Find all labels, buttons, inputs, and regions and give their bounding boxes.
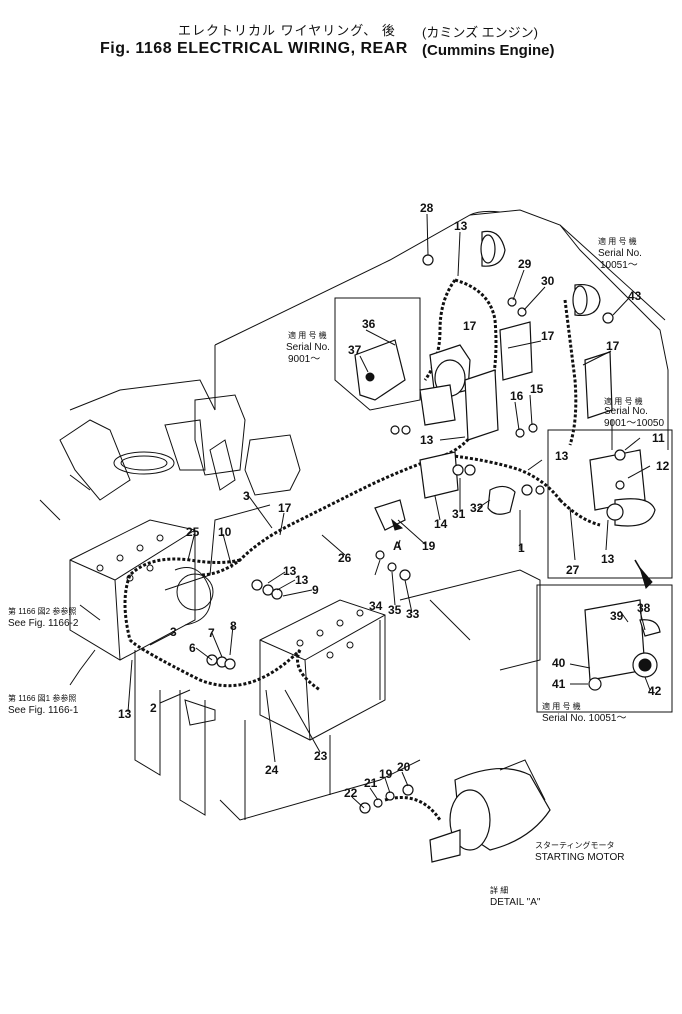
serial-note-mid-right: Serial No. [604, 406, 648, 417]
wiring-harness [123, 278, 601, 821]
serial-note-bottom-right-jp: 適 用 号 機 [542, 701, 581, 711]
callout-17: 17 [278, 501, 292, 515]
callout-4: 6 [189, 641, 196, 655]
callout-40: 40 [552, 656, 566, 670]
callout-13: 13 [601, 552, 615, 566]
callout-28: 28 [420, 201, 434, 215]
callout-3: 3 [170, 625, 177, 639]
callout-37: 37 [348, 343, 362, 357]
callout-5: 7 [208, 626, 215, 640]
callout-33: 33 [406, 607, 420, 621]
serial-note-top-right-value: 10051～ [600, 260, 638, 271]
callout-15: 15 [530, 382, 544, 396]
callout-6: 8 [230, 619, 237, 633]
callout-9: 13 [295, 573, 309, 587]
callout-21: 21 [364, 776, 378, 790]
callout-14: 14 [434, 517, 448, 531]
callout-24: 24 [265, 763, 279, 777]
reference-1166-1: See Fig. 1166-1 [8, 705, 79, 716]
machine-body [39, 209, 669, 821]
serial-note-top-right: Serial No. [598, 248, 642, 259]
reference-1166-1-jp: 第 1166 図1 参参照 [8, 693, 76, 703]
serial-note-bottom-right: Serial No. 10051～ [542, 713, 627, 724]
serial-note-top-right-jp: 適 用 号 機 [598, 236, 637, 246]
callout-13: 13 [454, 219, 468, 233]
detail-marker-a: A [393, 539, 402, 553]
serial-note-mid-right-jp: 適 用 号 機 [604, 396, 643, 406]
figure-title: Fig. 1168 ELECTRICAL WIRING, REAR [100, 40, 408, 57]
callout-25: 25 [186, 525, 200, 539]
callout-16: 16 [510, 389, 524, 403]
callout-19: 19 [379, 767, 393, 781]
reference-1166-2-jp: 第 1166 図2 参参照 [8, 606, 76, 616]
callout-43: 43 [628, 289, 642, 303]
engine-note-japanese: (カミンズ エンジン) [422, 25, 539, 40]
callout-13: 13 [555, 449, 569, 463]
detail-label: DETAIL "A" [490, 897, 541, 908]
callout-3: 3 [243, 489, 250, 503]
serial-note-left-jp: 適 用 号 機 [288, 330, 327, 340]
callout-18: 19 [422, 539, 436, 553]
callout-17: 17 [463, 319, 477, 333]
callout-38: 38 [637, 601, 651, 615]
callout-27: 27 [566, 563, 580, 577]
starting-motor-label-jp: スターティングモータ [535, 840, 615, 850]
callout-30: 30 [541, 274, 555, 288]
callout-32: 32 [470, 501, 484, 515]
callout-29: 29 [518, 257, 532, 271]
callout-2: 2 [150, 701, 157, 715]
components [69, 213, 673, 863]
callout-41: 41 [552, 677, 566, 691]
serial-note-mid-right-value: 9001～10050 [604, 418, 664, 429]
callout-1: 1 [518, 541, 525, 555]
callout-13: 13 [118, 707, 132, 721]
reference-1166-2: See Fig. 1166-2 [8, 618, 79, 629]
callout-7: 10 [218, 525, 232, 539]
callout-36: 36 [362, 317, 376, 331]
callout-42: 42 [648, 684, 662, 698]
engine-note: (Cummins Engine) [422, 42, 555, 59]
serial-note-left-value: 9001～ [288, 354, 320, 365]
callout-numbers: 28 13 29 30 43 17 17 17 36 37 15 16 13 1… [118, 201, 670, 800]
callout-20: 20 [397, 760, 411, 774]
callout-26: 26 [338, 551, 352, 565]
notes: 適 用 号 機 Serial No. 10051～ 適 用 号 機 Serial… [8, 236, 664, 908]
callout-11: 11 [652, 431, 665, 445]
callout-22: 22 [344, 786, 358, 800]
callout-17: 17 [541, 329, 555, 343]
callout-31: 31 [452, 507, 466, 521]
detail-label-jp: 詳 細 [490, 885, 508, 895]
callout-23: 23 [314, 749, 328, 763]
callout-17: 17 [606, 339, 620, 353]
callout-10: 13 [283, 564, 297, 578]
callout-12: 12 [656, 459, 670, 473]
callout-13: 13 [420, 433, 434, 447]
callout-39: 39 [610, 609, 624, 623]
callout-35: 35 [388, 603, 402, 617]
callout-8: 9 [312, 583, 319, 597]
starting-motor-label: STARTING MOTOR [535, 852, 624, 863]
serial-note-left: Serial No. [286, 342, 330, 353]
callout-34: 34 [369, 599, 383, 613]
title-japanese: エレクトリカル ワイヤリング、 後 [178, 23, 396, 38]
